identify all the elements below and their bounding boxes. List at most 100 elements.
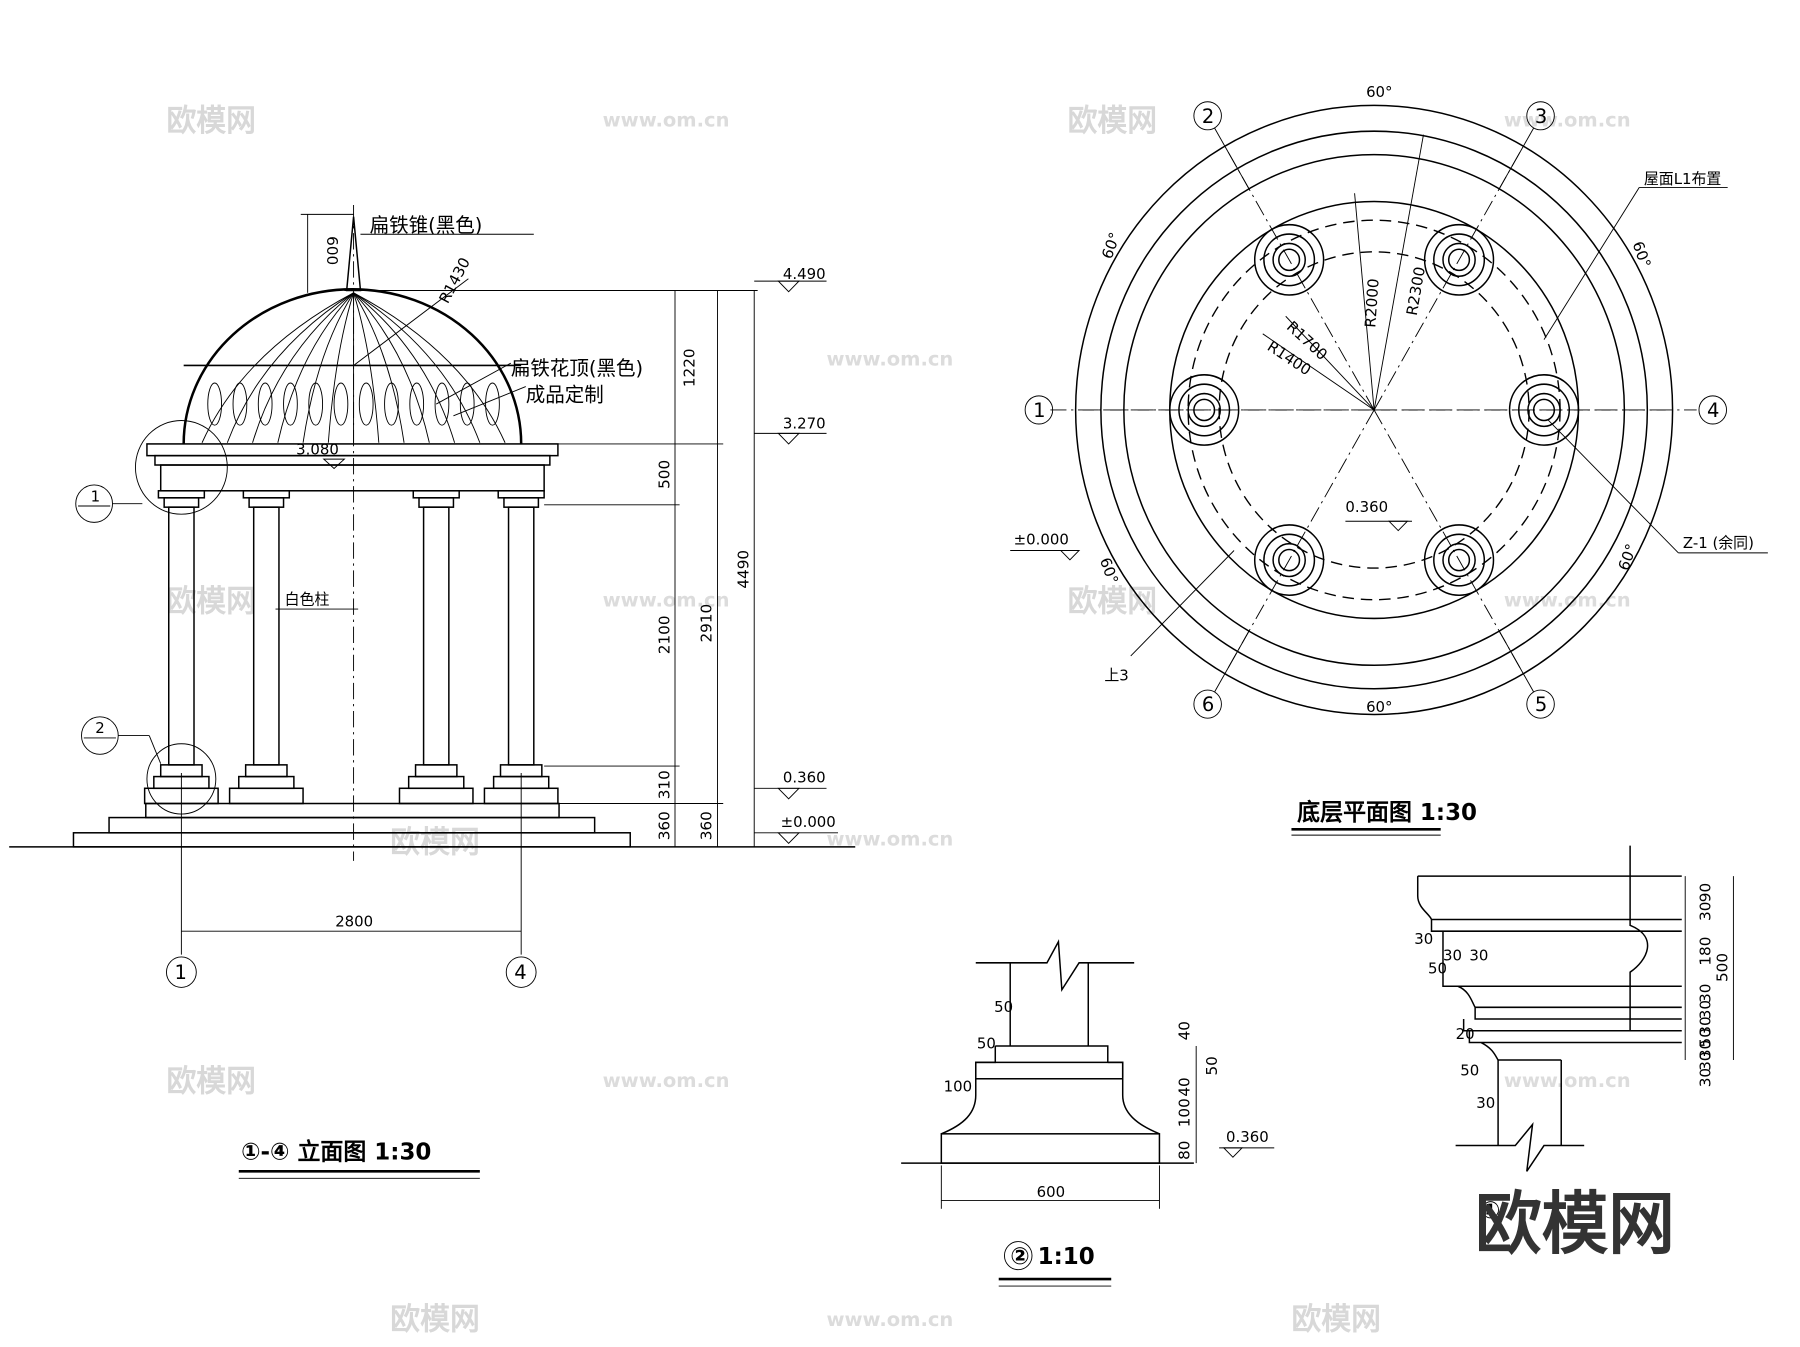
watermark: 欧模网 [390, 1302, 480, 1337]
elevation-title: ①-④ 立面图 1:30 [241, 1138, 431, 1165]
axis-line [1373, 409, 1521, 669]
dim: 20 [1456, 1025, 1475, 1043]
dim: 2100 [655, 615, 673, 654]
watermark: www.om.cn [603, 589, 730, 612]
dim: 30 [1697, 984, 1715, 1003]
dome-rib [252, 292, 354, 443]
watermark: 欧模网 [166, 1064, 256, 1099]
plan-column [1272, 242, 1306, 277]
level-mark: 4.490 [783, 265, 826, 283]
dome-radius: R1430 [435, 254, 473, 306]
dim: 50 [977, 1034, 996, 1052]
plan-column [1442, 242, 1476, 277]
plan-column [1447, 248, 1471, 272]
column-plinth [398, 787, 474, 805]
dim: 30 [1697, 1068, 1715, 1087]
dim: 40 [1175, 1021, 1193, 1040]
detail-ref-number: 2 [95, 719, 104, 737]
watermark: 欧模网 [1068, 584, 1158, 619]
detail-1-title: ① [1481, 1197, 1500, 1224]
dim: 30 [1697, 1040, 1715, 1059]
angle-label: 60° [1366, 83, 1392, 101]
dome-ornament [257, 382, 273, 426]
axis-line [1498, 127, 1535, 190]
column-capital [418, 497, 455, 508]
axis-label: 5 [1535, 693, 1547, 716]
axis-4 [505, 956, 537, 988]
watermark: 欧模网 [1068, 104, 1158, 139]
plan-axis-3 [1526, 101, 1555, 131]
step-note: 上3 [1104, 666, 1128, 684]
column-capital [242, 490, 291, 499]
dim: 30 [1697, 1000, 1715, 1019]
column-shaft [507, 506, 535, 766]
dome-rib [353, 292, 506, 443]
dim: 30 [1443, 946, 1462, 964]
watermark: www.om.cn [827, 828, 954, 851]
dome-rib [277, 292, 354, 443]
column-capital [163, 497, 200, 508]
axis-line [1498, 630, 1535, 693]
dim: 30 [1697, 1052, 1715, 1071]
detail-2-drawing: 600 50 50 100 40 50 40 100 80 0.360 ② 1:… [901, 939, 1275, 1287]
column-shaft [168, 506, 195, 766]
angle-label: 60° [1098, 230, 1124, 262]
dim: 100 [1175, 1098, 1193, 1127]
dome-ornament [384, 382, 399, 426]
column-shaft [422, 506, 450, 766]
dim: 50 [1697, 1028, 1715, 1047]
dim: 30 [1476, 1094, 1495, 1112]
width-dim: 2800 [335, 912, 373, 930]
dome-rib [327, 292, 355, 443]
plan-axis-5 [1526, 689, 1555, 719]
dim: 1220 [681, 348, 699, 387]
dim: 600 [1037, 1183, 1065, 1201]
axis-1 [165, 956, 197, 988]
dome-note: 成品定制 [526, 384, 604, 407]
column-capital [503, 497, 540, 508]
axis-label: 4 [1707, 399, 1719, 422]
plan-column [1433, 233, 1486, 287]
column-base [407, 775, 465, 790]
dome-rib [353, 292, 430, 443]
plan-column [1433, 533, 1486, 587]
watermark: www.om.cn [603, 108, 730, 131]
dim-total: 4490 [735, 550, 753, 589]
dim: 50 [1460, 1061, 1479, 1079]
plan-column [1263, 533, 1316, 587]
level-mark: 3.270 [783, 415, 826, 433]
dome-rib [353, 292, 456, 443]
dome-ornament [207, 382, 223, 426]
level-mark: 0.360 [1226, 1128, 1269, 1146]
plan-column [1253, 524, 1325, 596]
plan-column [1278, 248, 1301, 272]
dim: 180 [1697, 937, 1715, 966]
plan-column [1423, 524, 1495, 596]
column-plinth [228, 787, 304, 805]
angle-label: 60° [1366, 698, 1392, 716]
axis-label: 1 [174, 961, 186, 984]
watermark: 欧模网 [1291, 1302, 1381, 1337]
watermark: www.om.cn [603, 1069, 730, 1092]
dome-rib [353, 292, 380, 443]
angle-label: 60° [1629, 239, 1655, 271]
dim: 30 [1469, 946, 1488, 964]
level-mark: ±0.000 [781, 813, 836, 831]
column-capital [412, 490, 460, 499]
dim: 50 [994, 998, 1013, 1016]
dim: 360 [655, 811, 673, 840]
detail-ref-1[interactable] [75, 484, 113, 523]
dome-rib [353, 292, 481, 443]
radius-label: R2000 [1361, 278, 1382, 328]
dim: 40 [1175, 1077, 1193, 1096]
watermarks: 欧模网 www.om.cn 欧模网 www.om.cn www.om.cn 欧模… [166, 104, 1630, 1338]
detail-ref-2[interactable] [81, 716, 119, 755]
angle-label: 60° [1096, 555, 1122, 587]
column-capital [157, 490, 206, 499]
dim-total: 500 [1714, 953, 1732, 982]
plan-column [1272, 542, 1306, 578]
column-label: 白色柱 [285, 590, 330, 608]
axis-label: 1 [1033, 399, 1045, 422]
dim: 500 [655, 460, 673, 489]
